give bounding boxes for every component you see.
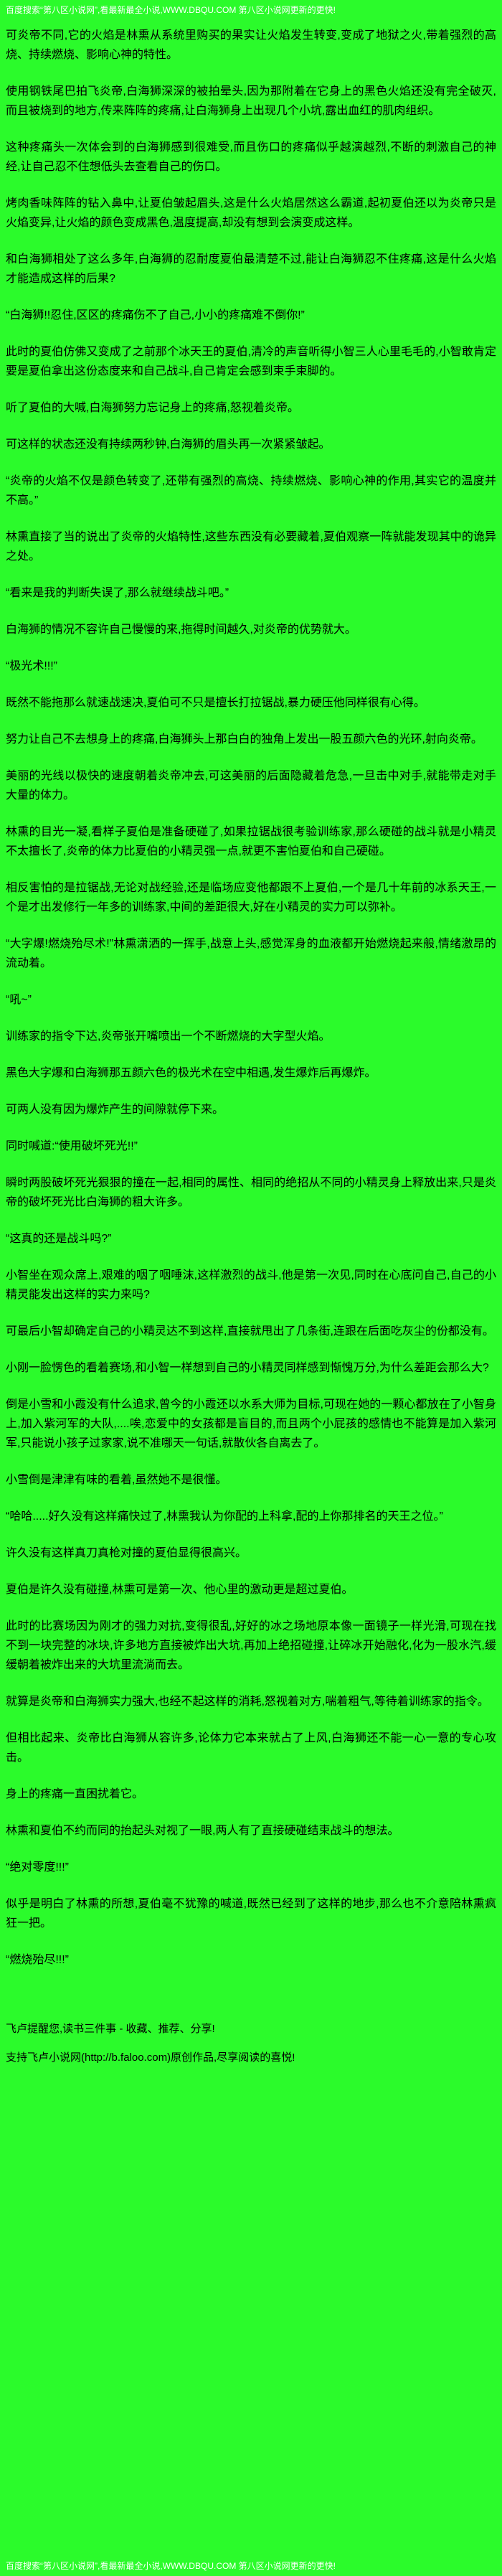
novel-paragraph: 训练家的指令下达,炎帝张开嘴喷出一个不断燃烧的大字型火焰。 [6,1030,331,1043]
novel-paragraph: 这种疼痛头一次体会到的白海狮感到很难受,而且伤口的疼痛似乎越演越烈,不断的刺激自… [6,141,496,173]
novel-paragraph: 使用钢铁尾巴拍飞炎帝,白海狮深深的被拍晕头,因为那附着在它身上的黑色火焰还没有完… [6,85,496,117]
bottom-search-notice: 百度搜索“第八区小说网”,看最新最全小说,WWW.DBQU.COM 第八区小说网… [6,2561,336,2571]
novel-paragraph: “这真的还是战斗吗?” [6,1233,112,1245]
novel-paragraph: “炎帝的火焰不仅是颜色转变了,还带有强烈的高烧、持续燃烧、影响心神的作用,其实它… [6,475,496,507]
novel-paragraph: “哈哈.....好久没有这样痛快过了,林熏我认为你配的上科拿,配的上你那排名的天… [6,1510,443,1523]
novel-paragraph: 可炎帝不同,它的火焰是林熏从系统里购买的果实让火焰发生转变,变成了地狱之火,带着… [6,29,496,61]
novel-paragraph: “燃烧殆尽!!!” [6,1954,69,1966]
novel-paragraph: 和白海狮相处了这么多年,白海狮的忍耐度夏伯最清楚不过,能让白海狮忍不住疼痛,这是… [6,253,496,285]
novel-paragraph: “极光术!!!” [6,660,57,672]
novel-paragraph: “吼~” [6,994,32,1006]
novel-paragraph: 烤肉香味阵阵的钻入鼻中,让夏伯皱起眉头,这是什么火焰居然这么霸道,起初夏伯还以为… [6,197,496,229]
novel-paragraph: 瞬时两股破坏死光狠狠的撞在一起,相同的属性、相同的绝招从不同的小精灵身上释放出来… [6,1177,496,1208]
novel-paragraph: “白海狮!!忍住,区区的疼痛伤不了自己,小小的疼痛难不倒你!” [6,309,305,321]
novel-paragraph: 黑色大字爆和白海狮那五颜六色的极光术在空中相遇,发生爆炸后再爆炸。 [6,1067,376,1079]
novel-paragraph: 可两人没有因为爆炸产生的间隙就停下来。 [6,1104,224,1116]
novel-paragraph: 倒是小雪和小霞没有什么追求,曾今的小霞还以水系大师为目标,可现在她的一颗心都放在… [6,1399,496,1449]
novel-paragraph: 既然不能拖那么就速战速决,夏伯可不只是擅长打拉锯战,暴力硬压他同样很有心得。 [6,697,425,709]
top-search-notice: 百度搜索“第八区小说网”,看最新最全小说,WWW.DBQU.COM 第八区小说网… [6,5,336,15]
novel-paragraph: 美丽的光线以极快的速度朝着炎帝冲去,可这美丽的后面隐藏着危急,一旦击中对手,就能… [6,770,496,802]
novel-paragraph: 此时的夏伯仿佛又变成了之前那个冰天王的夏伯,清冷的声音听得小智三人心里毛毛的,小… [6,346,496,377]
novel-paragraph: 但相比起来、炎帝比白海狮从容许多,论体力它本来就占了上风,白海狮还不能一心一意的… [6,1732,496,1764]
novel-paragraph: 此时的比赛场因为刚才的强力对抗,变得很乱,好好的冰之场地原本像一面镜子一样光滑,… [6,1620,496,1671]
faloo-footer: 飞卢提醒您,读书三件事 - 收藏、推荐、分享! 支持飞卢小说网(http://b… [0,2020,502,2067]
faloo-reminder: 飞卢提醒您,读书三件事 - 收藏、推荐、分享! [6,2023,215,2035]
novel-paragraph: 相反害怕的是拉锯战,无论对战经验,还是临场应变他都跟不上夏伯,一个是几十年前的冰… [6,882,496,913]
novel-paragraph: 可这样的状态还没有持续两秒钟,白海狮的眉头再一次紧紧皱起。 [6,438,331,451]
novel-paragraph: “看来是我的判断失误了,那么就继续战斗吧。” [6,587,229,599]
novel-paragraph: 许久没有这样真刀真枪对撞的夏伯显得很高兴。 [6,1547,247,1559]
novel-paragraph: 小智坐在观众席上,艰难的咽了咽唾沫,这样激烈的战斗,他是第一次见,同时在心底问自… [6,1269,496,1301]
novel-paragraph: 同时喊道:“使用破坏死光!!” [6,1140,138,1152]
novel-content: 可炎帝不同,它的火焰是林熏从系统里购买的果实让火焰发生转变,变成了地狱之火,带着… [0,20,502,1970]
novel-paragraph: 身上的疼痛一直困扰着它。 [6,1788,144,1800]
novel-paragraph: “绝对零度!!!” [6,1861,69,1874]
novel-paragraph: 就算是炎帝和白海狮实力强大,也经不起这样的消耗,怒视着对方,喘着粗气,等待着训练… [6,1696,489,1708]
novel-paragraph: 林熏的目光一凝,看样子夏伯是准备硬碰了,如果拉锯战很考验训练家,那么硬碰的战斗就… [6,826,496,857]
novel-paragraph: 小刚一脸愣色的看着赛场,和小智一样想到自己的小精灵同样感到惭愧万分,为什么差距会… [6,1362,489,1374]
novel-paragraph: 白海狮的情况不容许自己慢慢的来,拖得时间越久,对炎帝的优势就大。 [6,624,356,636]
faloo-support-link[interactable]: 支持飞卢小说网(http://b.faloo.com)原创作品,尽享阅读的喜悦! [6,2051,295,2064]
novel-paragraph: 林熏和夏伯不约而同的抬起头对视了一眼,两人有了直接硬碰结束战斗的想法。 [6,1825,399,1837]
novel-paragraph: 似乎是明白了林熏的所想,夏伯毫不犹豫的喊道,既然已经到了这样的地步,那么也不介意… [6,1898,496,1929]
novel-paragraph: 夏伯是许久没有碰撞,林熏可是第一次、他心里的激动更是超过夏伯。 [6,1584,354,1596]
novel-paragraph: 努力让自己不去想身上的疼痛,白海狮头上那白白的独角上发出一股五颜六色的光环,射向… [6,733,483,746]
novel-paragraph: 林熏直接了当的说出了炎帝的火焰特性,这些东西没有必要藏着,夏伯观察一阵就能发现其… [6,531,496,563]
novel-paragraph: 可最后小智却确定自己的小精灵达不到这样,直接就甩出了几条街,连跟在后面吃灰尘的份… [6,1325,494,1338]
novel-paragraph: 小雪倒是津津有味的看着,虽然她不是很懂。 [6,1474,227,1486]
novel-paragraph: 听了夏伯的大喊,白海狮努力忘记身上的疼痛,怒视着炎帝。 [6,402,299,414]
novel-paragraph: “大字爆!燃烧殆尽术!”林熏潇洒的一挥手,战意上头,感觉浑身的血液都开始燃烧起来… [6,938,496,969]
